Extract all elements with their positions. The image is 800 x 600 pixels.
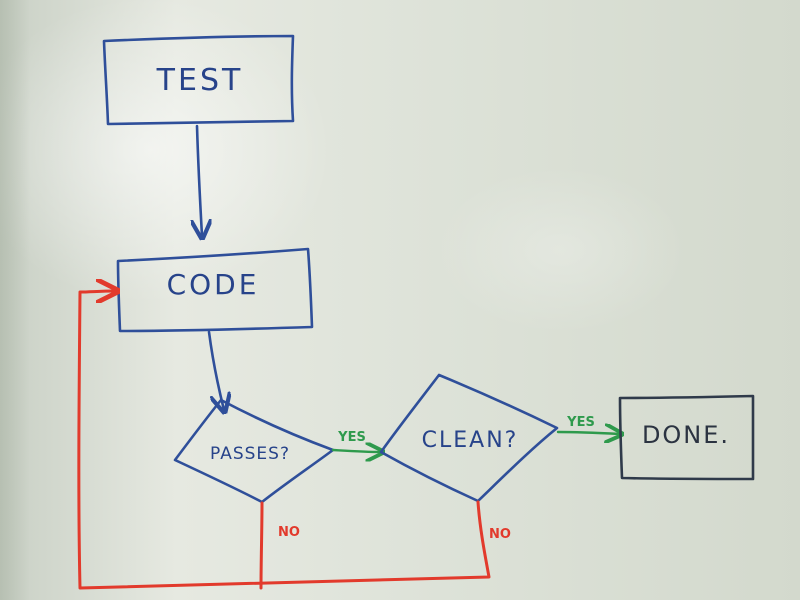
passes-diamond: PASSES? <box>173 398 335 504</box>
clean-yes-label: YES <box>566 415 595 430</box>
clean-diamond: CLEAN? <box>379 373 559 503</box>
passes-no-label: NO <box>278 525 300 540</box>
passes-yes-label: YES <box>337 430 366 445</box>
code-box: CODE <box>116 247 314 333</box>
loop-back-to-code <box>77 291 491 590</box>
clean-label: CLEAN? <box>422 428 519 453</box>
arrow-test-to-code <box>197 124 202 236</box>
passes-no-line <box>259 501 264 590</box>
done-box: DONE. <box>618 394 755 481</box>
passes-label: PASSES? <box>210 444 290 464</box>
done-label: DONE. <box>642 421 730 449</box>
arrow-code-to-passes <box>207 330 224 410</box>
whiteboard-glare <box>0 0 30 600</box>
clean-no-label: NO <box>489 527 511 542</box>
code-label: CODE <box>167 268 260 301</box>
arrow-clean-yes <box>556 432 620 434</box>
test-label: TEST <box>156 63 244 98</box>
arrow-passes-yes <box>331 450 381 452</box>
test-box: TEST <box>102 34 295 126</box>
